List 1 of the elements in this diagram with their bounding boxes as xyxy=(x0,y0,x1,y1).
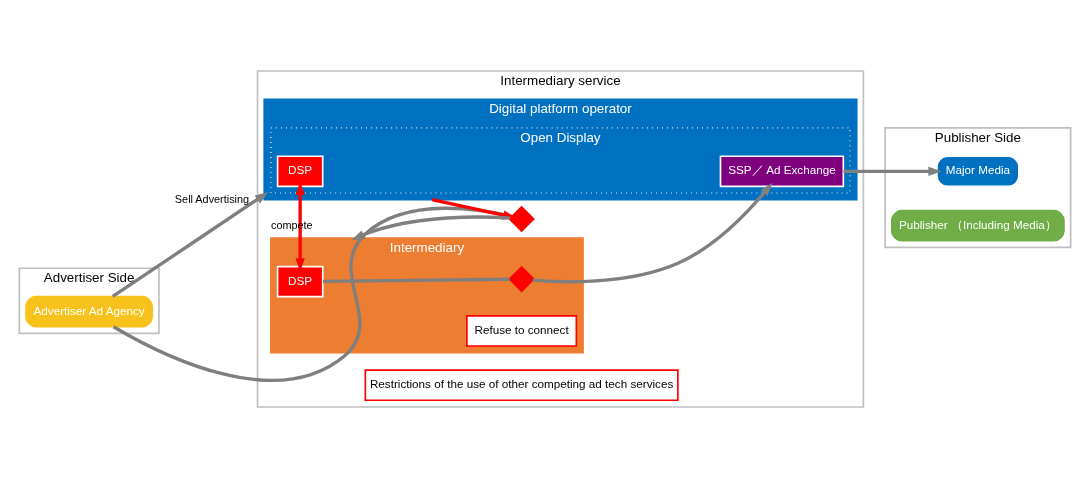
edge-label: Sell Advertising xyxy=(174,192,250,205)
